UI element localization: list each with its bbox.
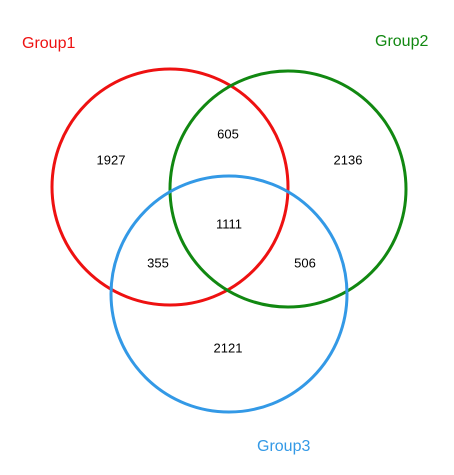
group3-circle [109, 174, 349, 414]
count-group1-group3: 355 [147, 255, 169, 270]
group1-circle [50, 67, 290, 307]
count-group1-group2: 605 [217, 126, 239, 141]
count-all-groups: 1111 [216, 216, 242, 231]
group3-label: Group3 [257, 438, 310, 455]
group2-label: Group2 [375, 33, 428, 50]
count-only-group3: 2121 [214, 340, 243, 355]
count-group2-group3: 506 [294, 255, 316, 270]
group1-label: Group1 [22, 35, 75, 52]
count-only-group1: 1927 [97, 152, 126, 167]
count-only-group2: 2136 [334, 152, 363, 167]
group2-circle [168, 69, 408, 309]
